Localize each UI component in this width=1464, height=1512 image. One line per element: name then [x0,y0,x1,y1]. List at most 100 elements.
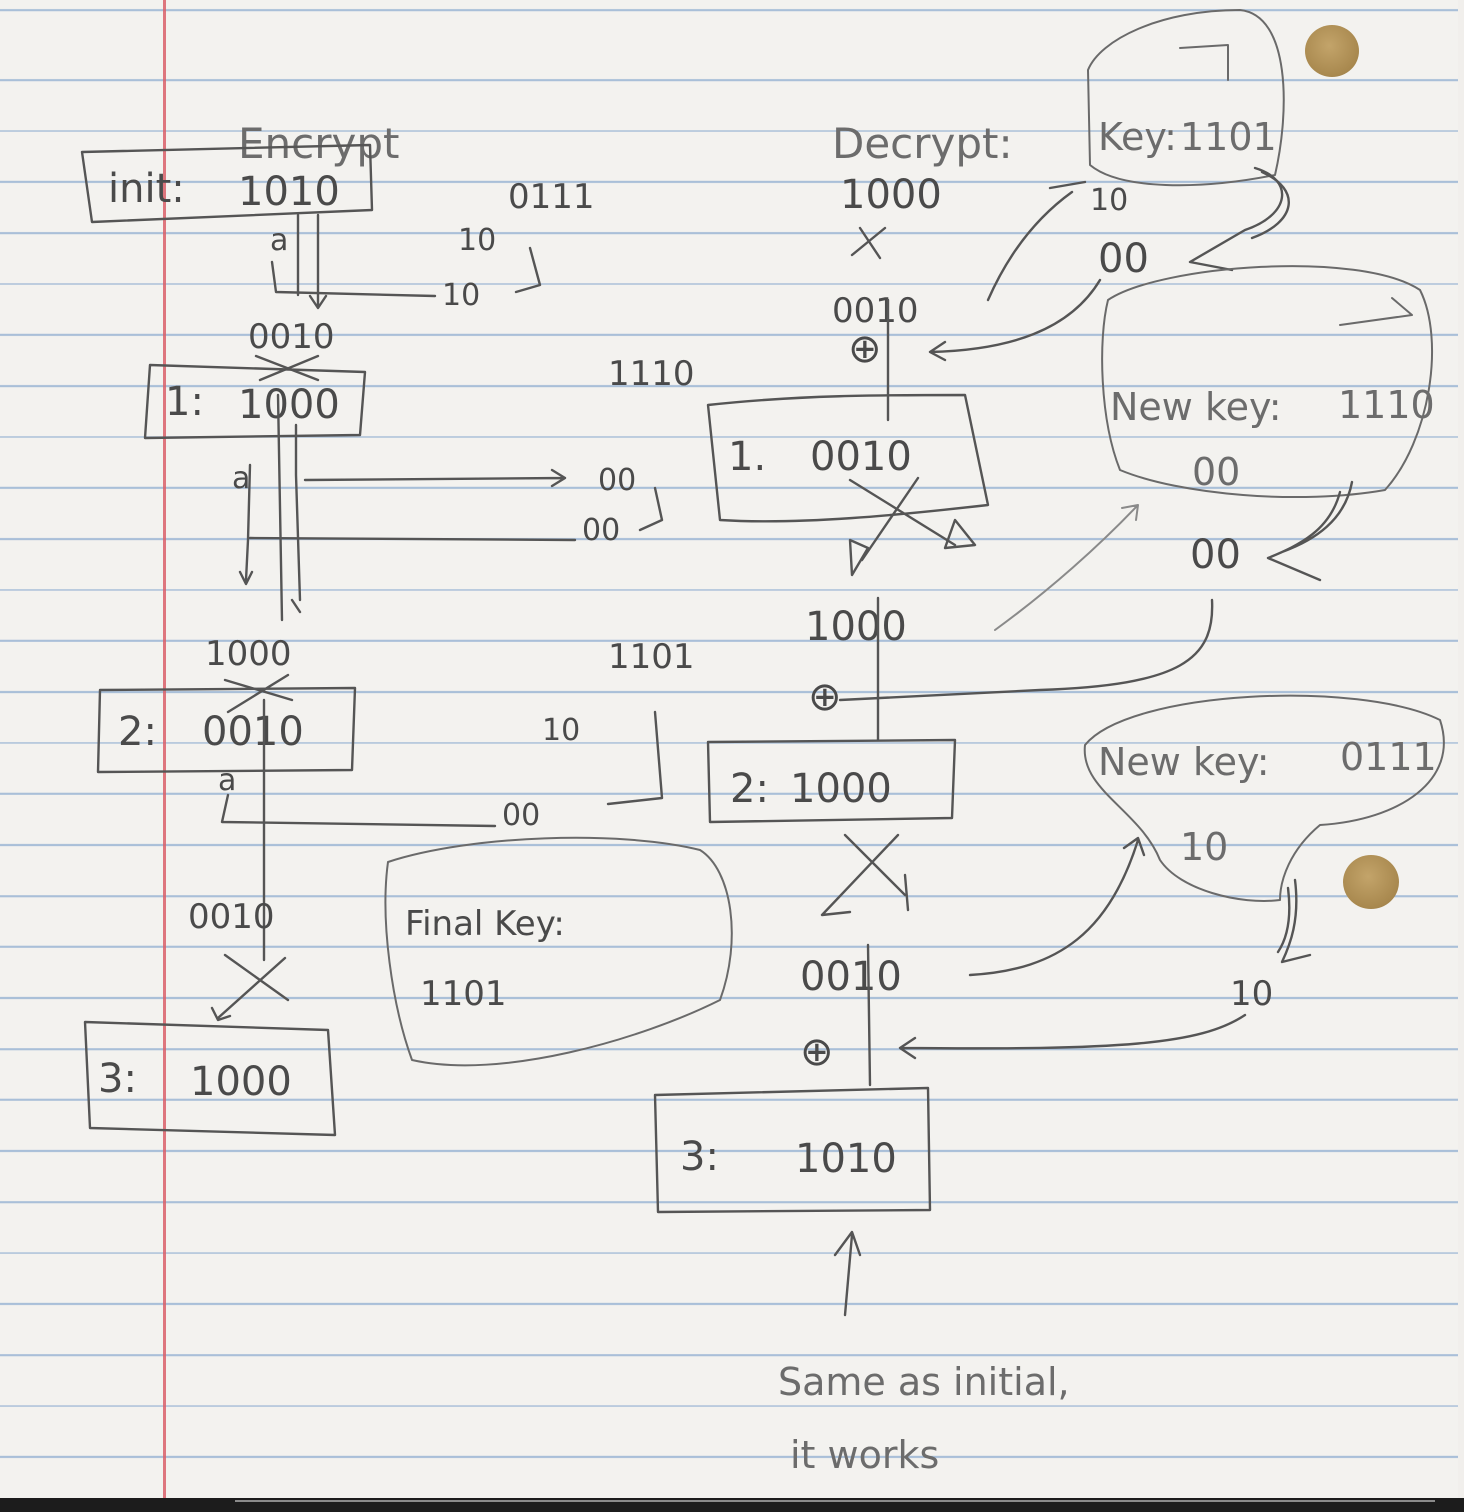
split-arrows-1 [276,393,302,622]
key-bubble-arrow-2 [1250,170,1290,240]
new-key-2-label: New key: [1098,740,1270,784]
small-a-1: a [270,223,288,258]
small-a-2: a [232,461,250,496]
dec-round1-value: 0010 [810,434,912,480]
key-3-half-b: 00 [502,798,540,833]
key-1-half: 10 [458,223,496,258]
key-3-half-a: 10 [542,713,580,748]
key-bubble [1087,9,1285,187]
dec-round2-box [706,738,957,824]
xor-2: ⊕ [808,674,842,720]
key-2-half-b: 00 [582,513,620,548]
step2-pre: 1000 [805,604,907,650]
conclusion-line-1: Same as initial, [778,1360,1070,1404]
dec-round3-value: 1010 [795,1136,897,1182]
arrow-to-key-2 [303,468,567,488]
key-3: 1101 [608,637,695,677]
key-bubble-tab [1179,44,1229,81]
step3-pre: 0010 [800,954,902,1000]
round1-label: 1: [165,379,204,425]
line-to-key-3 [220,793,497,828]
encrypt-heading: Encrypt [238,119,400,168]
new-key-1-bubble-tab [1339,297,1413,326]
key-value: 1101 [1180,115,1277,159]
arrow-key-1 [514,246,542,294]
init-label: init: [108,166,185,212]
swap-arrowheads [848,518,977,577]
new-key-2-half-b: 10 [1230,974,1273,1014]
final-key-value: 1101 [420,974,507,1014]
new-key-2-bubble [1083,694,1445,902]
key-1-half-copy: 10 [442,278,480,313]
final-key-bubble [384,836,733,1067]
swap-cross-dec-2 [848,476,957,562]
key-bubble-arrow [1188,166,1284,272]
arrow-to-key-half [986,180,1087,302]
new-key-1-half-a: 00 [1192,450,1240,494]
swap-cross-2 [223,673,294,714]
round1-box [143,363,367,440]
key-half-b: 00 [1098,236,1149,282]
new-key-1-half-b: 00 [1190,532,1241,578]
swap-cross-dec-1 [850,226,887,260]
new-key-2-half-a: 10 [1180,825,1228,869]
punch-hole-middle [1343,855,1399,909]
round2-box [96,686,357,774]
split-arrows-init [296,213,328,310]
dec-round1-label: 1. [728,434,766,480]
xor-1: ⊕ [848,326,882,372]
arrow-up-to-result [833,1230,862,1317]
dec-round2-value: 1000 [790,766,892,812]
round2-value: 0010 [202,709,304,755]
line-back-1 [248,486,664,542]
new-key-1-label: New key: [1110,385,1282,429]
margin-line [163,0,166,1498]
arrow-key-to-xor-1 [928,278,1102,362]
new-key-1-arrow [1266,480,1354,582]
round1-value: 1000 [238,382,340,428]
arrow-key-to-xor-2 [838,598,1214,702]
arrow-key-to-xor-3 [898,1013,1247,1060]
punch-hole-top [1305,25,1359,77]
new-key-2-arrow [1276,878,1312,964]
dec-round1-box [706,393,990,523]
swap-cross-1 [254,354,320,382]
bottom-band-line [235,1500,1435,1502]
init-box [80,143,374,224]
arrow-key-3 [606,710,664,806]
dec-round3-box [653,1086,932,1214]
conclusion-line-2: it works [790,1433,939,1477]
new-key-1-bubble [1101,265,1434,499]
vertical-line-dec-3 [866,943,872,1087]
round3-pre: 0010 [188,897,275,937]
final-key-label: Final Key: [405,904,565,944]
round2-label: 2: [118,709,157,755]
dec-round2-label: 2: [730,766,769,812]
arrow-to-new-key-2 [968,836,1146,977]
round3-box [83,1020,337,1137]
line-to-key-1 [270,260,437,298]
decrypt-heading: Decrypt: [832,119,1013,168]
round3-value: 1000 [190,1059,292,1105]
key-half-a: 10 [1090,183,1128,218]
swap-cross-dec-3 [820,833,910,917]
arrow-to-new-key-1 [994,504,1139,631]
key-2: 1110 [608,354,695,394]
key-2-half-a: 00 [598,463,636,498]
step1-pre: 0010 [832,291,919,331]
key-label: Key: [1098,115,1177,159]
xor-3: ⊕ [800,1029,834,1075]
round2-swapped: 1000 [205,634,292,674]
new-key-1-value: 1110 [1338,383,1435,427]
left-arrow-1 [238,463,254,586]
round1-swapped: 0010 [248,317,335,357]
round3-label: 3: [98,1056,137,1102]
dec-round3-label: 3: [680,1134,719,1180]
swap-cross-3 [210,953,290,1022]
ciphertext: 1000 [840,172,942,218]
key-1: 0111 [508,177,595,217]
new-key-2-value: 0111 [1340,735,1437,779]
init-value: 1010 [238,169,340,215]
